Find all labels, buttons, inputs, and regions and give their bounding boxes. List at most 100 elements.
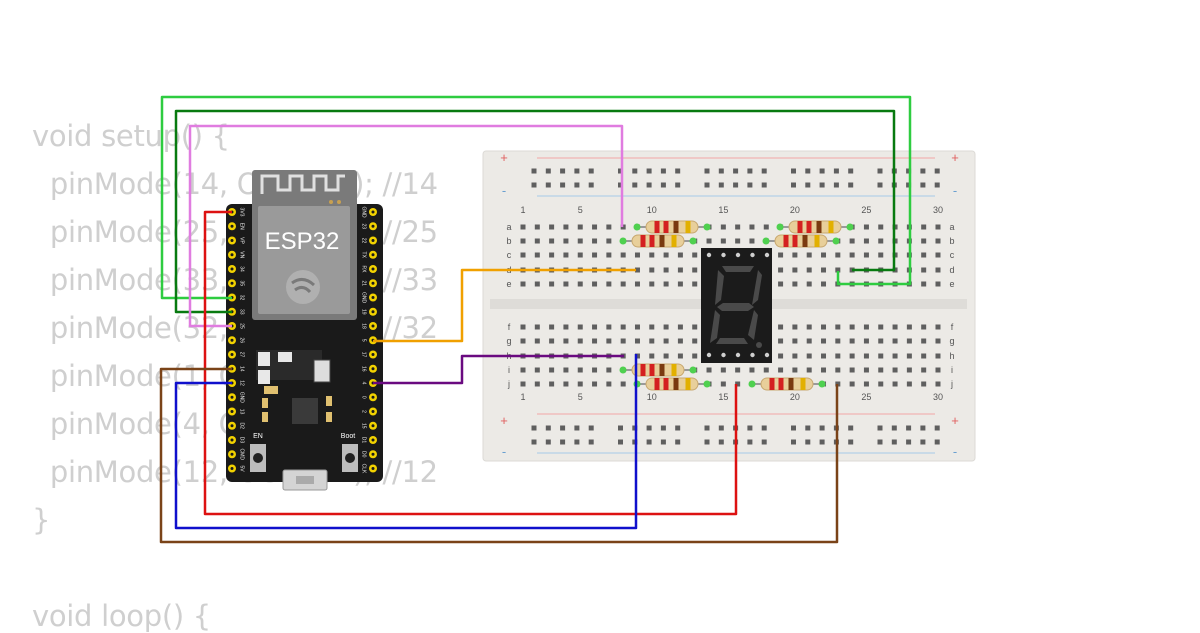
breadboard-hole bbox=[563, 338, 569, 344]
rail-hole bbox=[848, 168, 854, 174]
breadboard-hole bbox=[735, 367, 741, 373]
breadboard-hole bbox=[592, 324, 598, 330]
breadboard-hole bbox=[806, 267, 812, 273]
rail-hole bbox=[761, 425, 767, 431]
rail-hole bbox=[632, 168, 638, 174]
breadboard-hole bbox=[863, 238, 869, 244]
breadboard-hole bbox=[878, 353, 884, 359]
breadboard-hole bbox=[863, 324, 869, 330]
breadboard-hole bbox=[663, 267, 669, 273]
rail-hole bbox=[920, 182, 926, 188]
breadboard-hole bbox=[806, 353, 812, 359]
breadboard-hole bbox=[806, 367, 812, 373]
breadboard-hole bbox=[520, 324, 526, 330]
resistor[interactable] bbox=[748, 377, 826, 391]
row-letter: c bbox=[950, 250, 955, 260]
breadboard-hole bbox=[749, 367, 755, 373]
rail-hole bbox=[891, 439, 897, 445]
rail-hole bbox=[747, 182, 753, 188]
breadboard-hole bbox=[921, 367, 927, 373]
rail-hole bbox=[704, 439, 710, 445]
rail-hole bbox=[545, 425, 551, 431]
breadboard-hole bbox=[892, 381, 898, 387]
breadboard-hole bbox=[677, 281, 683, 287]
rail-hole bbox=[574, 168, 580, 174]
rail-hole bbox=[531, 439, 537, 445]
rail-hole bbox=[877, 425, 883, 431]
wire-brown[interactable] bbox=[159, 367, 839, 544]
breadboard-hole bbox=[549, 381, 555, 387]
resistor[interactable] bbox=[619, 234, 697, 248]
esp32-pin-label: 17 bbox=[361, 352, 367, 358]
breadboard-hole bbox=[921, 381, 927, 387]
rail-hole bbox=[704, 182, 710, 188]
breadboard-hole bbox=[577, 338, 583, 344]
breadboard-hole bbox=[563, 224, 569, 230]
esp32-pin-label: CMD bbox=[239, 449, 245, 461]
breadboard-hole bbox=[520, 367, 526, 373]
breadboard-hole bbox=[520, 381, 526, 387]
breadboard-hole bbox=[692, 338, 698, 344]
esp32-pin-label: 0 bbox=[361, 396, 367, 399]
esp32-board[interactable]: ESP32 EN Boot 3V3ENVPVN34353233252627141… bbox=[226, 170, 383, 491]
wire-darkgreen[interactable] bbox=[174, 109, 896, 314]
seven-segment-display[interactable] bbox=[701, 248, 772, 363]
breadboard-hole bbox=[792, 353, 798, 359]
resistor[interactable] bbox=[762, 234, 840, 248]
breadboard-hole bbox=[821, 252, 827, 258]
rail-plus-label: + bbox=[500, 413, 508, 428]
row-letter: i bbox=[951, 365, 953, 375]
resistor[interactable] bbox=[776, 220, 854, 234]
esp32-pin-label: 13 bbox=[239, 409, 245, 415]
row-letter: d bbox=[949, 265, 954, 275]
wire-orange[interactable] bbox=[373, 268, 636, 343]
rail-hole bbox=[906, 425, 912, 431]
code-line: } bbox=[32, 503, 51, 537]
resistor[interactable] bbox=[633, 377, 711, 391]
breadboard-hole bbox=[863, 252, 869, 258]
breadboard-hole bbox=[563, 281, 569, 287]
rail-hole bbox=[819, 168, 825, 174]
esp32-pin-label: 27 bbox=[239, 352, 245, 358]
breadboard-hole bbox=[892, 324, 898, 330]
row-letter: g bbox=[506, 336, 511, 346]
breadboard-hole bbox=[863, 353, 869, 359]
wire-purple[interactable] bbox=[373, 354, 624, 385]
rail-hole bbox=[632, 182, 638, 188]
row-letter: a bbox=[506, 222, 511, 232]
resistor[interactable] bbox=[633, 220, 711, 234]
breadboard-hole bbox=[606, 281, 612, 287]
breadboard-hole bbox=[577, 252, 583, 258]
rail-hole bbox=[877, 168, 883, 174]
row-letter: j bbox=[507, 379, 510, 389]
wire-lightgreen[interactable] bbox=[160, 95, 912, 300]
rail-hole bbox=[920, 168, 926, 174]
breadboard-hole bbox=[906, 338, 912, 344]
breadboard-hole bbox=[821, 353, 827, 359]
rail-hole bbox=[560, 182, 566, 188]
resistor[interactable] bbox=[619, 363, 697, 377]
esp32-pin-label: VP bbox=[239, 237, 245, 244]
breadboard-hole bbox=[935, 324, 941, 330]
breadboard-hole bbox=[649, 353, 655, 359]
rail-hole bbox=[545, 168, 551, 174]
wire-red[interactable] bbox=[203, 210, 738, 516]
wire-blue[interactable] bbox=[174, 354, 638, 530]
rail-hole bbox=[791, 168, 796, 174]
esp32-pin-label: 21 bbox=[361, 280, 367, 286]
breadboard-hole bbox=[620, 252, 626, 258]
esp32-pin-label: 5 bbox=[361, 339, 367, 342]
breadboard-hole bbox=[778, 353, 784, 359]
rail-hole bbox=[574, 439, 580, 445]
rail-hole bbox=[675, 439, 681, 445]
rail-hole bbox=[718, 168, 724, 174]
breadboard-hole bbox=[863, 367, 869, 373]
breadboard-hole bbox=[821, 281, 827, 287]
breadboard-hole bbox=[692, 324, 698, 330]
breadboard-hole bbox=[606, 338, 612, 344]
esp32-pin-label: VN bbox=[239, 251, 245, 258]
breadboard-hole bbox=[606, 324, 612, 330]
esp32-pin-label: GND bbox=[361, 206, 367, 218]
rail-hole bbox=[704, 168, 710, 174]
